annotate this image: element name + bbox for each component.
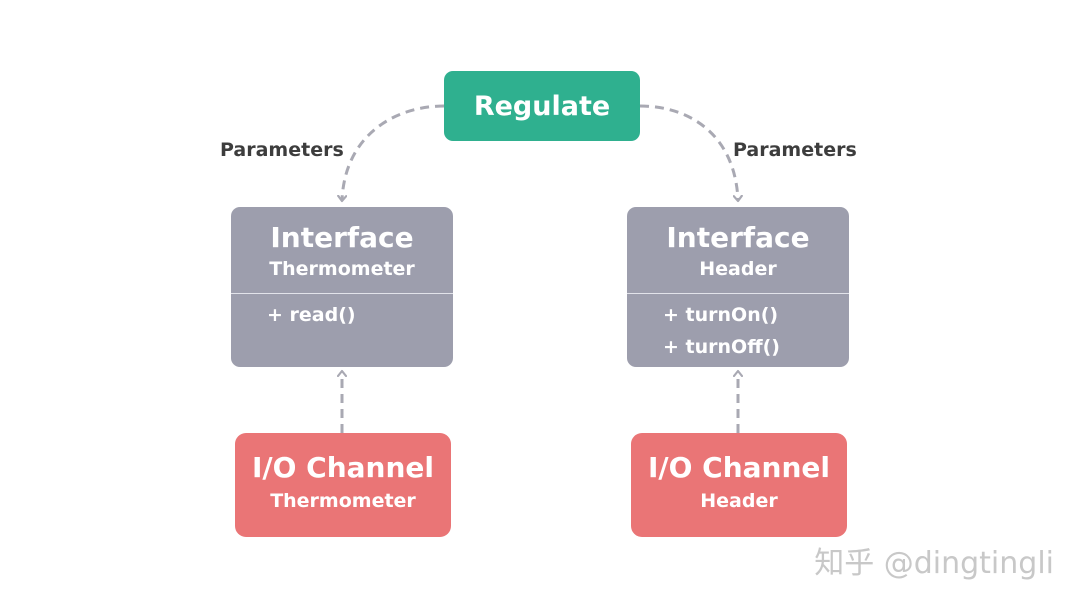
method-turn-on: + turnOn()	[663, 304, 779, 326]
edge-regulate-to-header	[639, 104, 738, 200]
interface-thermometer-node: Interface Thermometer + read()	[231, 207, 453, 367]
interface-header-methods: + turnOn() + turnOff()	[627, 294, 849, 363]
interface-header-name: Header	[699, 258, 777, 280]
watermark: 知乎 @dingtingli	[814, 546, 1054, 581]
edge-label-left: Parameters	[220, 139, 344, 161]
io-channel-thermometer-name: Thermometer	[270, 490, 416, 512]
regulate-label: Regulate	[473, 90, 611, 122]
interface-header-header: Interface Header	[627, 207, 849, 294]
io-channel-thermometer-title: I/O Channel	[251, 451, 435, 484]
edge-label-right: Parameters	[733, 139, 857, 161]
method-turn-off: + turnOff()	[663, 336, 780, 358]
interface-thermometer-methods: + read()	[231, 294, 453, 331]
interface-thermometer-title: Interface	[270, 221, 414, 254]
interface-header-node: Interface Header + turnOn() + turnOff()	[627, 207, 849, 367]
regulate-node: Regulate	[444, 71, 640, 141]
method-read: + read()	[267, 304, 356, 326]
interface-thermometer-header: Interface Thermometer	[231, 207, 453, 294]
io-channel-header-title: I/O Channel	[647, 451, 831, 484]
io-channel-header-name: Header	[700, 490, 778, 512]
interface-thermometer-name: Thermometer	[269, 258, 415, 280]
io-channel-thermometer-node: I/O Channel Thermometer	[235, 433, 451, 537]
io-channel-header-node: I/O Channel Header	[631, 433, 847, 537]
interface-header-title: Interface	[666, 221, 810, 254]
edge-regulate-to-thermometer	[342, 104, 445, 200]
